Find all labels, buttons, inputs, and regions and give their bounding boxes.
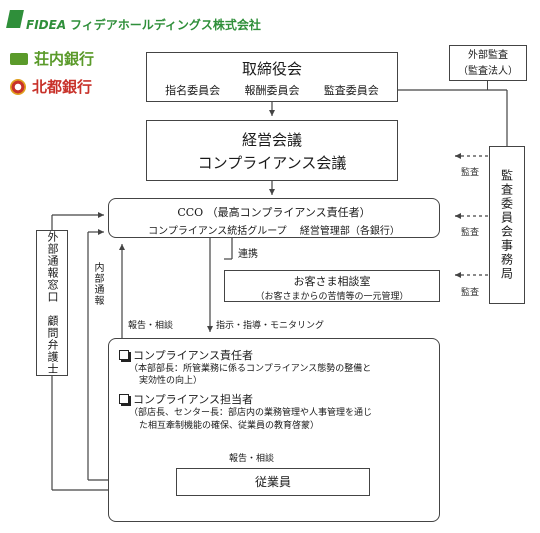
committee-nomination: 指名委員会 [165,84,221,97]
cco-title: CCO （最高コンプライアンス責任者） [177,206,371,219]
officer-desc-line1: （部店長、センター長：部店内の業務管理や人事管理を通じ [129,408,373,418]
committee-compensation: 報酬委員会 [244,84,300,97]
audit-committee-office-label: 監査委員会事務局 [499,169,514,281]
report-consult-label: 報告・相談 [128,321,174,331]
audit-label-2: 監査 [461,228,480,238]
employees-label: 従業員 [254,475,291,489]
external-audit-box: 外部監査 （監査法人） [449,45,527,81]
compliance-meeting-title: コンプライアンス会議 [197,154,347,172]
hokuto-mark-icon [10,78,26,95]
cco-subtitle: コンプライアンス統括グループ 経営管理部（各銀行） [148,226,400,237]
company-name: フィデアホールディングス株式会社 [70,18,261,32]
management-meeting-title: 経営会議 [241,131,302,149]
hokuto-bank-name: 北都銀行 [32,78,93,96]
external-audit-line2: （監査法人） [458,66,518,77]
employees-box: 従業員 [176,468,370,496]
instruction-monitoring-label: 指示・指導・モニタリング [216,321,325,331]
employee-report-label: 報告・相談 [229,454,275,464]
coordination-label: 連携 [238,249,258,260]
officer-description: （部店長、センター長：部店内の業務管理や人事管理を通じ た相互牽制機能の確保、従… [129,407,372,433]
fidea-logo: FIDEA [6,10,70,38]
board-title: 取締役会 [241,60,302,78]
hokuto-bank-logo: 北都銀行 [10,76,92,97]
manager-description: （本部部長：所管業務に係るコンプライアンス態勢の整備と 実効性の向上） [129,363,371,387]
shonai-bank-name: 荘内銀行 [34,50,95,68]
officer-heading: コンプライアンス担当者 [119,391,253,407]
external-whistleblowing-box: 外部通報窓口 顧問弁護士 [36,230,68,376]
cco-box: CCO （最高コンプライアンス責任者） コンプライアンス統括グループ 経営管理部… [108,198,440,238]
customer-consultation-title: お客さま相談室 [293,275,371,288]
manager-heading: コンプライアンス責任者 [119,347,253,363]
officer-title: コンプライアンス担当者 [133,393,254,406]
fidea-wordmark: FIDEA [26,18,67,32]
manager-desc-line1: （本部部長：所管業務に係るコンプライアンス態勢の整備と [129,364,372,374]
internal-report-label-wrap: 内部通報 [90,262,105,310]
checkbox-icon [119,350,129,360]
customer-consultation-box: お客さま相談室 （お客さまからの苦情等の一元管理） [224,270,440,302]
shonai-mark-icon [10,52,28,65]
internal-report-label: 内部通報 [92,262,103,306]
manager-title: コンプライアンス責任者 [133,349,254,362]
manager-desc-line2: 実効性の向上） [139,376,203,386]
checkbox-icon [119,394,129,404]
officer-desc-line2: た相互牽制機能の確保、従業員の教育啓蒙） [139,421,320,431]
board-box: 取締役会 指名委員会 報酬委員会 監査委員会 [146,52,398,102]
external-audit-line1: 外部監査 [468,50,508,61]
external-audit-connector [487,81,488,90]
customer-consultation-subtitle: （お客さまからの苦情等の一元管理） [255,292,409,302]
audit-label-3: 監査 [461,288,480,298]
committee-audit: 監査委員会 [323,84,379,97]
audit-committee-office-box: 監査委員会事務局 [489,146,525,304]
committee-row: 指名委員会 報酬委員会 監査委員会 [147,82,397,98]
audit-label-1: 監査 [461,168,480,178]
shonai-bank-logo: 荘内銀行 [10,48,94,69]
external-whistleblowing-label: 外部通報窓口 顧問弁護士 [46,231,59,375]
fidea-leaf-icon [6,10,24,28]
management-meeting-box: 経営会議 コンプライアンス会議 [146,120,398,181]
